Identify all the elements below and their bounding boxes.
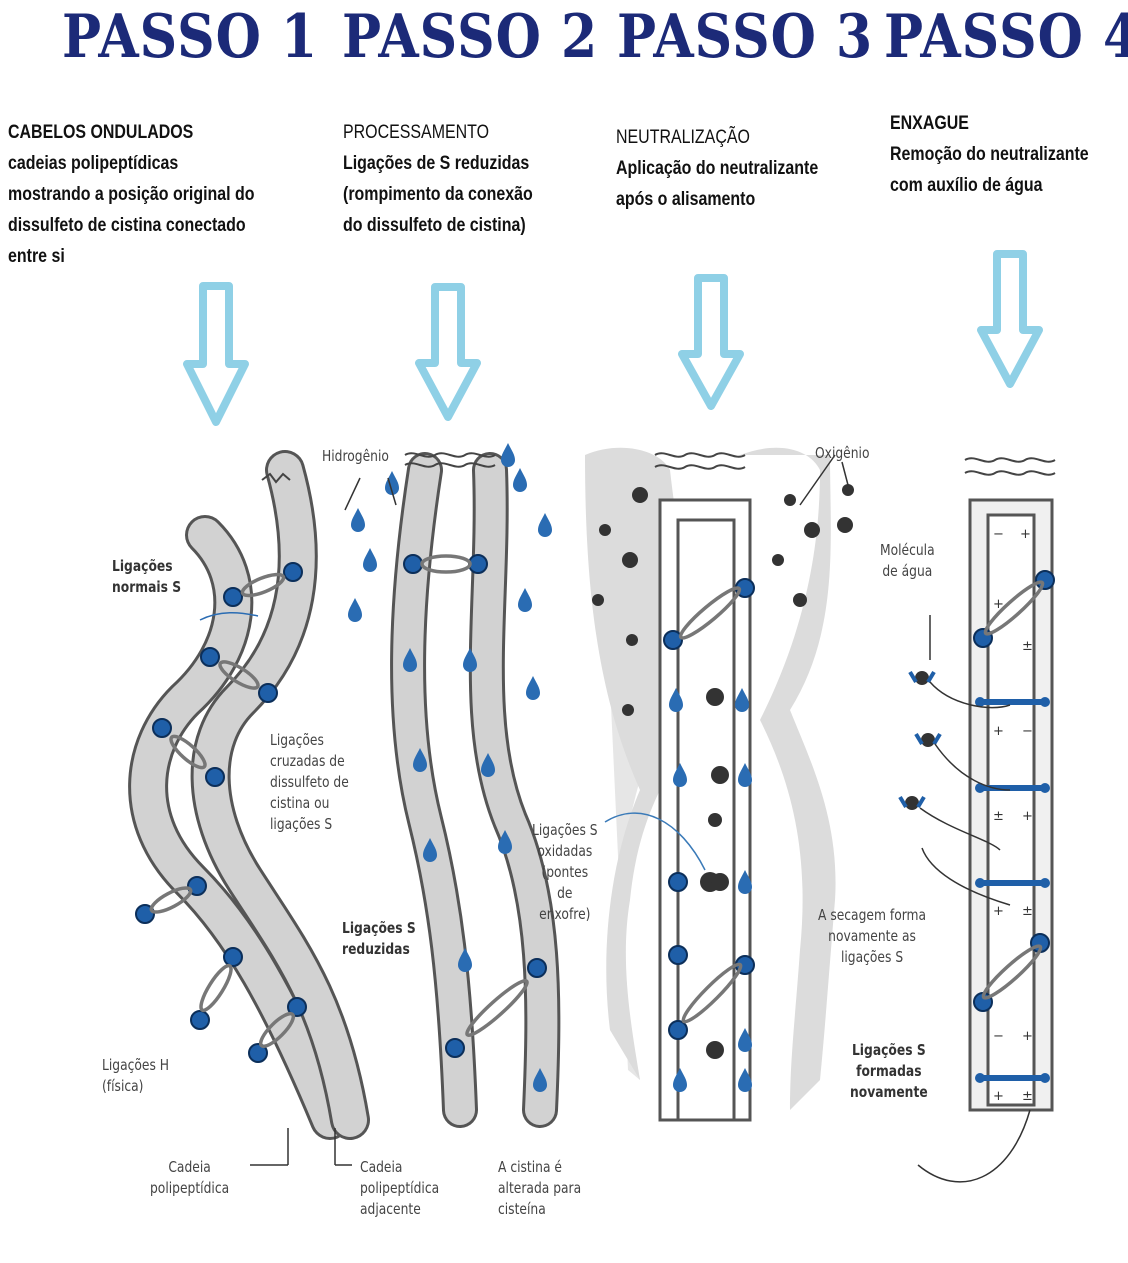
svg-text:+: + [1020, 527, 1031, 542]
step2-line: do dissulfeto de cistina) [343, 210, 533, 241]
step2-line: Ligações de S reduzidas [343, 148, 533, 179]
svg-text:+: + [1022, 1029, 1033, 1044]
step3-line: Aplicação do neutralizante [616, 153, 818, 184]
svg-text:±: ± [993, 809, 1004, 824]
step4-title: PASSO 4 [884, 2, 1128, 72]
label-hydrogen: Hidrogênio [322, 446, 389, 467]
water-molecule-icon [900, 671, 940, 810]
svg-text:+: + [993, 1089, 1004, 1104]
svg-text:+: + [1022, 809, 1033, 824]
svg-text:±: ± [1022, 904, 1033, 919]
step3-strand [585, 448, 854, 1120]
step1-line: entre si [8, 241, 255, 272]
down-arrow-icon [975, 250, 1045, 392]
step4-description: ENXAGUE Remoção do neutralizante com aux… [890, 108, 1089, 201]
step2-line: (rompimento da conexão [343, 179, 533, 210]
step1-line: mostrando a posição original do [8, 179, 255, 210]
down-arrow-icon [413, 283, 483, 425]
svg-text:±: ± [1022, 639, 1033, 654]
down-arrow-icon [181, 282, 251, 430]
step1-line: dissulfeto de cistina conectado [8, 210, 255, 241]
svg-text:+: + [993, 597, 1004, 612]
step1-title: PASSO 1 [62, 2, 318, 72]
step3-line: após o alisamento [616, 184, 818, 215]
step3-heading: NEUTRALIZAÇÃO [616, 122, 818, 153]
svg-text:+: + [993, 724, 1004, 739]
svg-text:+: + [993, 904, 1004, 919]
step4-line: Remoção do neutralizante [890, 139, 1089, 170]
step1-description: CABELOS ONDULADOS cadeias polipeptídicas… [8, 117, 255, 272]
down-arrow-icon [676, 274, 746, 414]
step1-line: cadeias polipeptídicas [8, 148, 255, 179]
step2-title: PASSO 2 [342, 2, 598, 72]
svg-text:−: − [993, 527, 1004, 542]
step2-description: PROCESSAMENTO Ligações de S reduzidas (r… [343, 117, 533, 241]
svg-text:−: − [1022, 724, 1033, 739]
svg-text:−: − [993, 1029, 1004, 1044]
label-hydrogen-bonds: Ligações H(física) [102, 1055, 169, 1097]
svg-text:±: ± [1022, 1089, 1033, 1104]
step3-description: NEUTRALIZAÇÃO Aplicação do neutralizante… [616, 122, 818, 215]
step1-heading: CABELOS ONDULADOS [8, 117, 255, 148]
label-oxygen: Oxigênio [815, 443, 869, 464]
step4-heading: ENXAGUE [890, 108, 1089, 139]
step2-strand [345, 443, 552, 1110]
step3-title: PASSO 3 [617, 2, 873, 72]
step4-line: com auxílio de água [890, 170, 1089, 201]
step2-heading: PROCESSAMENTO [343, 117, 533, 148]
